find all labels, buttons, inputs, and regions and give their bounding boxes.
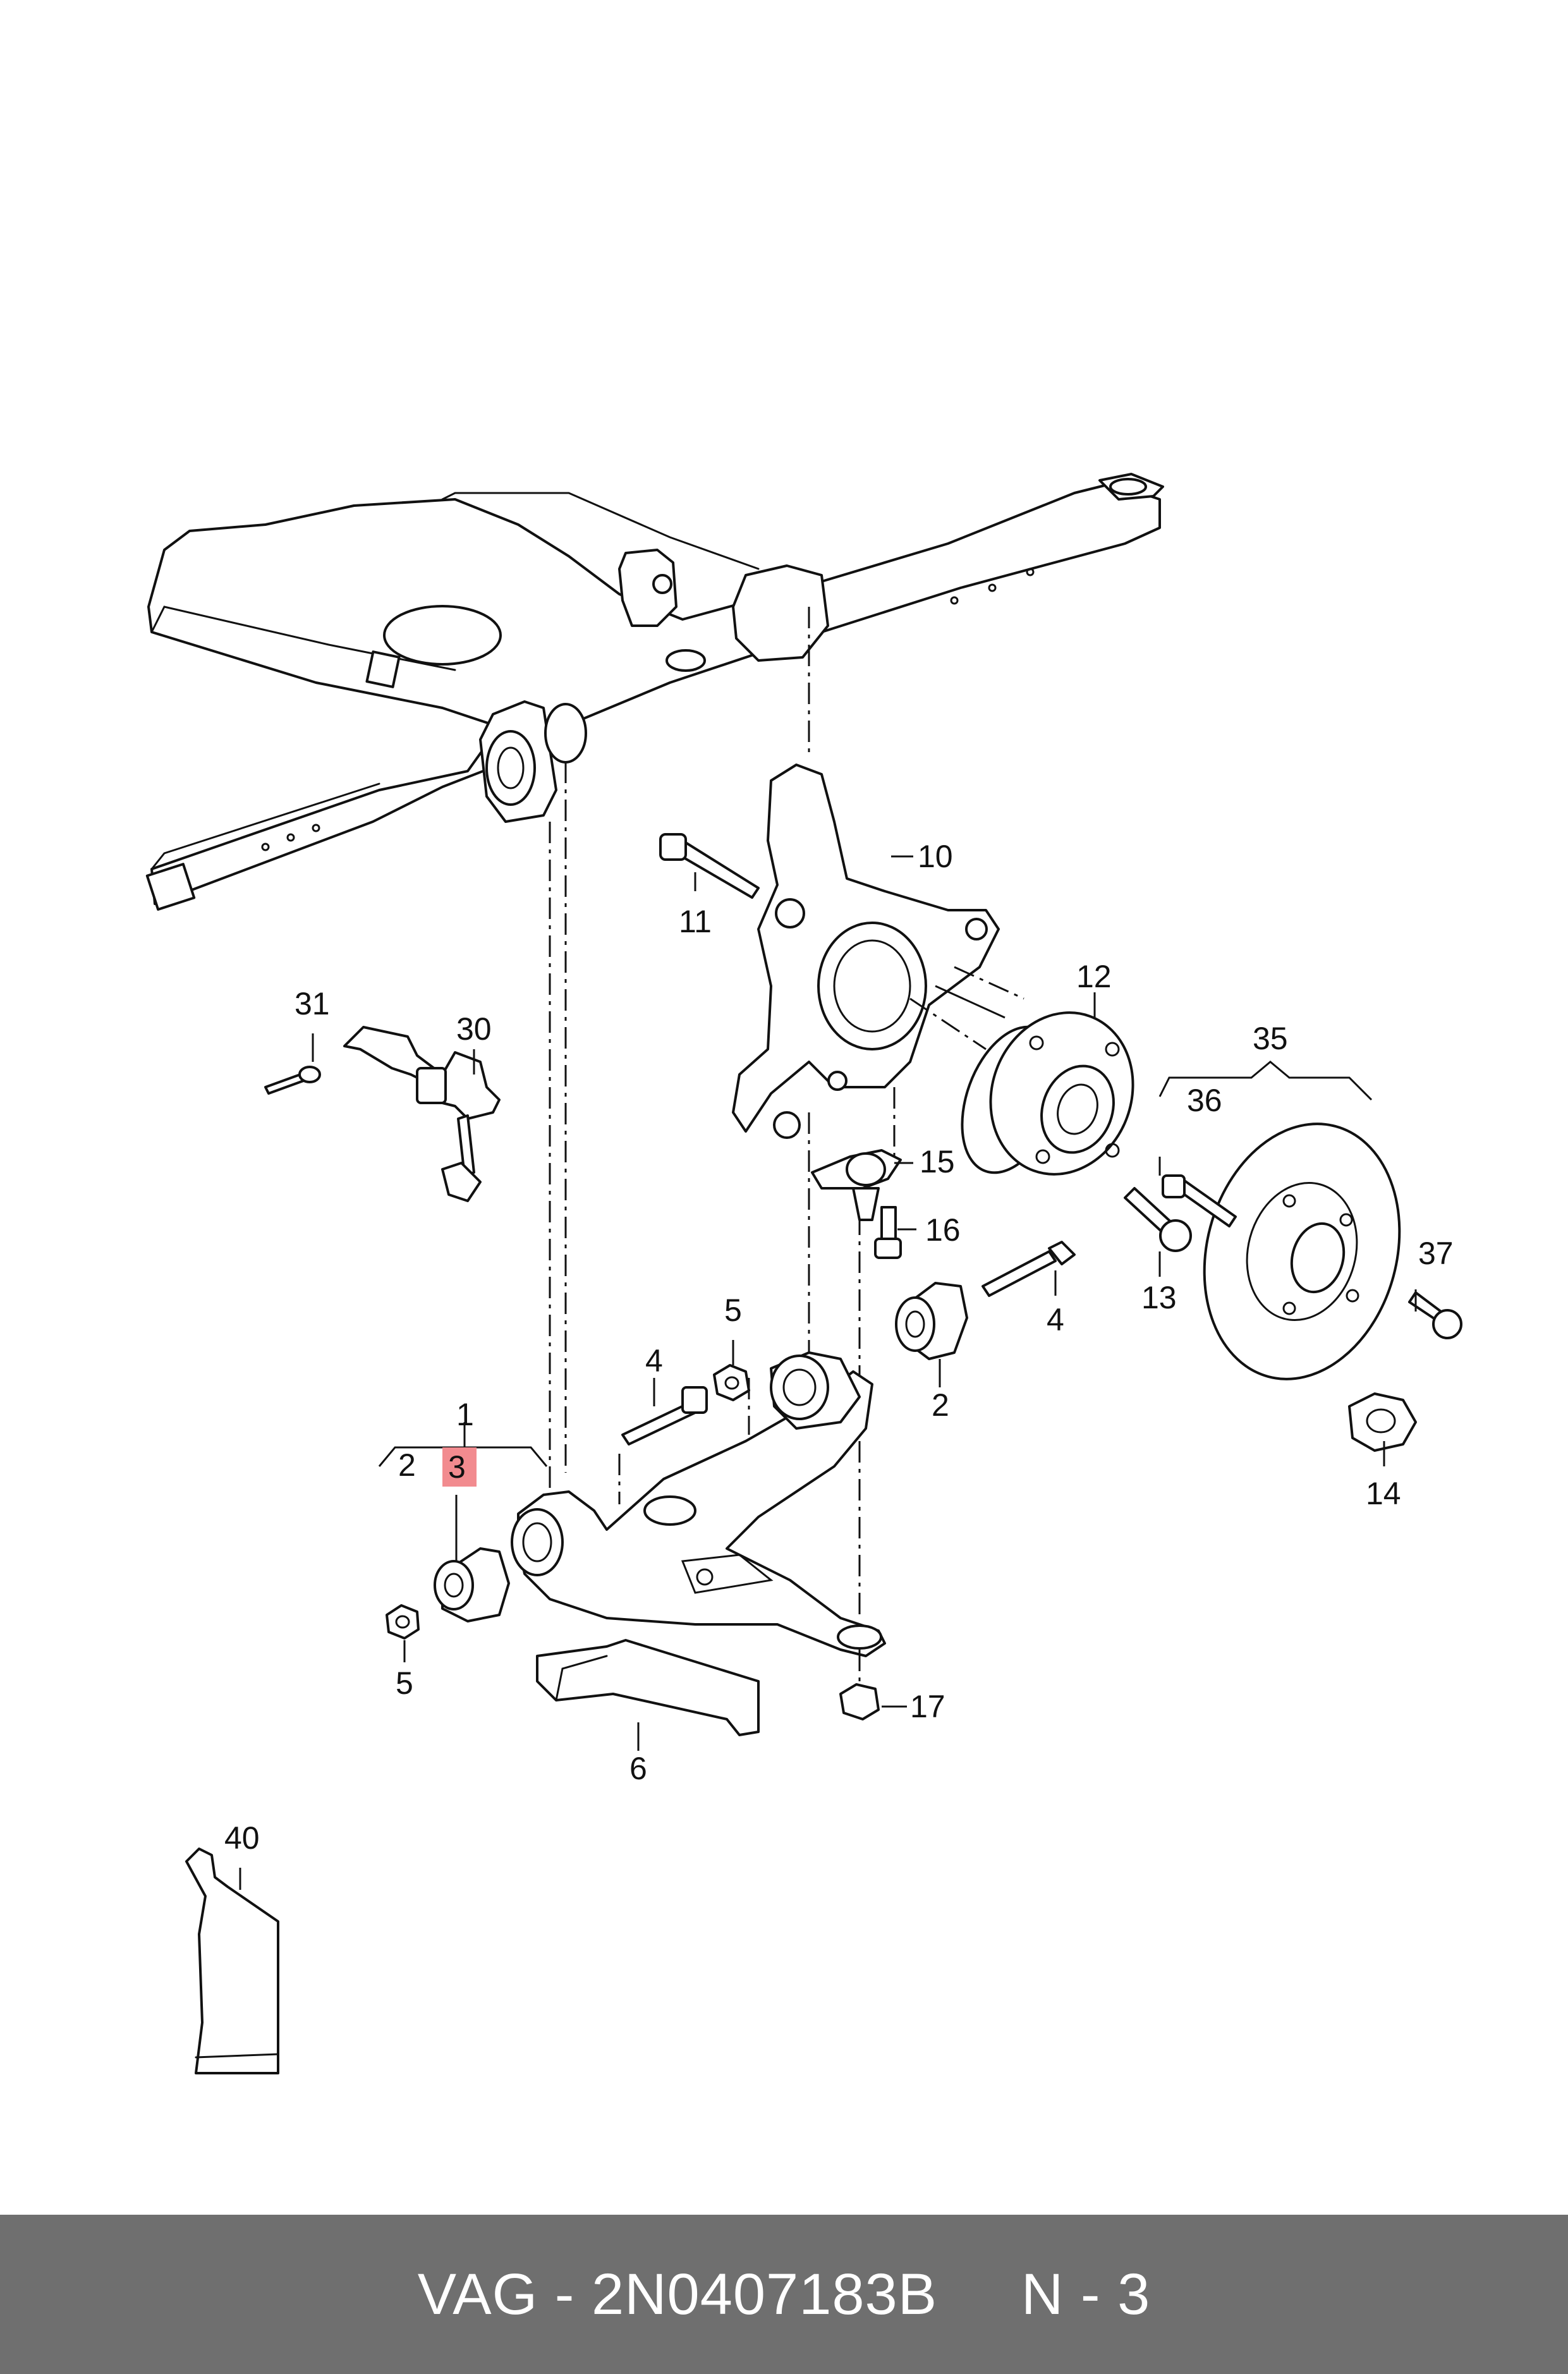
subframe — [145, 473, 1164, 911]
ball-joint — [811, 1149, 902, 1259]
callout-31: 31 — [295, 986, 330, 1021]
callout-16: 16 — [925, 1212, 961, 1248]
part-number-caption: VAG - 2N0407183B N - 3 — [417, 2261, 1151, 2327]
nut-17 — [839, 1650, 880, 1720]
callout-10: 10 — [918, 839, 953, 874]
steering-knuckle — [732, 764, 1000, 1139]
bushing-3 — [434, 1547, 510, 1622]
callout-36: 36 — [1187, 1083, 1222, 1118]
callout-14: 14 — [1366, 1476, 1401, 1511]
footer-bar: VAG - 2N0407183B N - 3 — [0, 2215, 1568, 2374]
callout-1: 1 — [456, 1397, 474, 1432]
callout-17: 17 — [910, 1689, 945, 1724]
bolt-13 — [1124, 1187, 1192, 1252]
callout-15: 15 — [920, 1144, 955, 1179]
callout-2-front: 2 — [398, 1447, 416, 1483]
bolt-11 — [659, 833, 760, 899]
nut-5-lower — [386, 1604, 420, 1640]
wheel-hub-bearing — [909, 966, 1134, 1176]
control-arm — [511, 1351, 886, 1657]
callout-2-rear: 2 — [932, 1387, 949, 1423]
level-sensor — [343, 1026, 501, 1202]
callout-35: 35 — [1253, 1021, 1288, 1056]
nut-5-upper — [713, 1364, 750, 1401]
bolt-4-front — [621, 1386, 708, 1446]
highlight-box-part-3 — [442, 1447, 477, 1487]
callout-6: 6 — [629, 1751, 647, 1786]
brake-disc — [1162, 1123, 1462, 1380]
parts-exploded-diagram: 1 2 3 2 4 4 5 5 6 10 11 12 13 14 15 16 1… — [145, 473, 1462, 2074]
grease-tube — [185, 1847, 279, 2074]
nut-14 — [1348, 1392, 1417, 1452]
leader-lines — [239, 855, 1417, 1890]
callout-4-front: 4 — [645, 1343, 663, 1379]
callout-13: 13 — [1141, 1280, 1177, 1315]
cover-6 — [536, 1639, 760, 1736]
callout-30: 30 — [456, 1011, 492, 1047]
callout-12: 12 — [1076, 959, 1112, 994]
callout-4-rear: 4 — [1047, 1302, 1064, 1337]
callout-labels: 1 2 3 2 4 4 5 5 6 10 11 12 13 14 15 16 1… — [224, 839, 1454, 1856]
callout-3: 3 — [448, 1449, 466, 1485]
bushing-2-rear — [895, 1241, 1076, 1360]
callout-5-lower: 5 — [396, 1665, 413, 1701]
callout-11: 11 — [679, 904, 712, 939]
callout-37: 37 — [1418, 1236, 1454, 1271]
screw-31 — [264, 1066, 321, 1095]
callout-40: 40 — [224, 1820, 260, 1856]
callout-5-upper: 5 — [724, 1293, 742, 1328]
